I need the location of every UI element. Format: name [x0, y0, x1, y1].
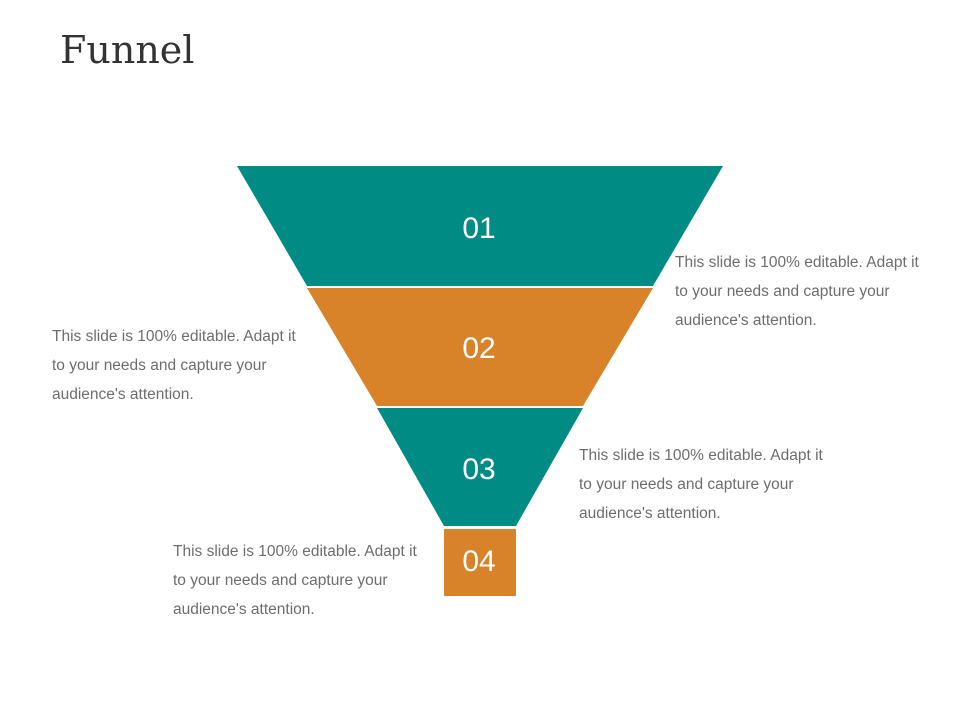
stage-2-description: This slide is 100% editable. Adapt it to…	[52, 328, 296, 403]
stage-3-description: This slide is 100% editable. Adapt it to…	[579, 447, 823, 522]
funnel-stage-3-label: 03	[462, 453, 495, 486]
funnel-stage-2-shape	[307, 288, 653, 406]
funnel-stage-1-label: 01	[462, 212, 495, 245]
funnel-stage-1: 01	[237, 166, 723, 286]
slide-title: Funnel	[60, 28, 195, 72]
funnel-stage-3-shape	[377, 408, 583, 526]
funnel-stage-4: 04	[444, 529, 516, 596]
funnel-stage-2-label: 02	[462, 332, 495, 365]
funnel-stage-4-label: 04	[462, 545, 495, 578]
stage-1-description: This slide is 100% editable. Adapt it to…	[675, 254, 919, 329]
funnel-stage-2: 02	[307, 288, 653, 406]
funnel-stage-4-shape	[444, 529, 516, 596]
funnel-stage-1-shape	[237, 166, 723, 286]
stage-4-description: This slide is 100% editable. Adapt it to…	[173, 543, 417, 618]
funnel-stage-3: 03	[377, 408, 583, 526]
